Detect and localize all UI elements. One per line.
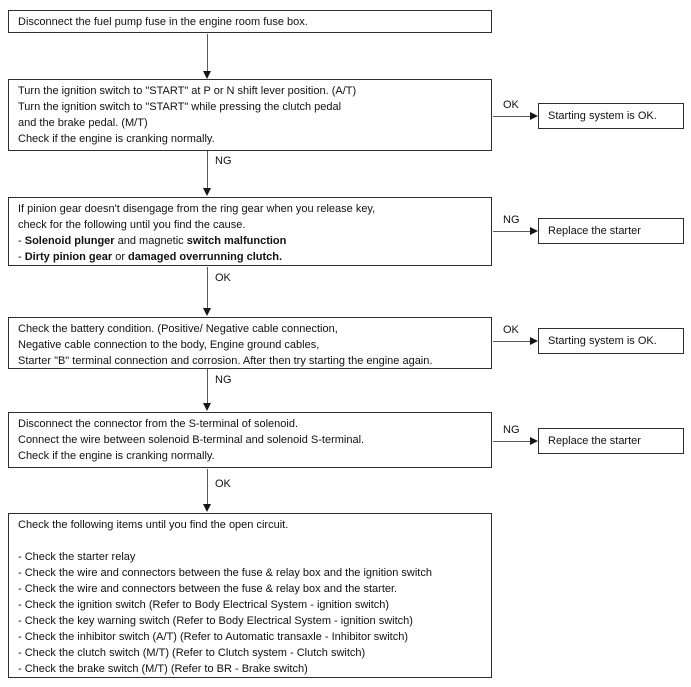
arrowhead-down-icon [203,308,211,316]
flow-line-down-1 [207,34,208,71]
flow-line-down-3 [207,267,208,308]
step-line: Check the battery condition. (Positive/ … [18,323,338,335]
result-text: Starting system is OK. [548,110,657,122]
step-line: Check if the engine is cranking normally… [18,133,215,145]
arrowhead-down-icon [203,504,211,512]
step-line: and the brake pedal. (M/T) [18,117,148,129]
step-box-solenoid-terminal: Disconnect the connector from the S-term… [8,412,492,468]
flow-line-right-3 [493,341,530,342]
flow-line-down-4 [207,369,208,403]
step-line [18,533,482,549]
step-line: Check the following items until you find… [18,519,289,531]
step-line: - Check the key warning switch (Refer to… [18,615,413,627]
step-line-segment: - [18,235,25,247]
arrowhead-right-icon [530,337,538,345]
result-box-replace-starter-1: Replace the starter [538,218,684,244]
step-line: - Check the brake switch (M/T) (Refer to… [18,663,308,675]
step-line: - Check the wire and connectors between … [18,583,398,595]
step-line: Check if the engine is cranking normally… [18,450,215,462]
step-box-open-circuit-checklist: Check the following items until you find… [8,513,492,678]
arrowhead-right-icon [530,227,538,235]
step-line: Negative cable connection to the body, E… [18,339,320,351]
step-line: Starter "B" terminal connection and corr… [18,355,433,367]
step-line: Turn the ignition switch to "START" at P… [18,85,357,97]
step-line: check for the following until you find t… [18,219,246,231]
result-box-starting-ok-2: Starting system is OK. [538,328,684,354]
result-text: Replace the starter [548,225,641,237]
step-line: Disconnect the connector from the S-term… [18,418,299,430]
step-line: - Solenoid plunger and magnetic switch m… [18,233,482,249]
step-line: Disconnect the fuel pump fuse in the eng… [18,16,308,28]
step-line-segment: and magnetic [114,235,187,247]
step-line-segment-bold: switch malfunction [186,235,287,247]
step-box-pinion-gear: If pinion gear doesn't disengage from th… [8,197,492,266]
step-line: - Check the starter relay [18,551,136,563]
step-line: - Check the ignition switch (Refer to Bo… [18,599,390,611]
edge-label-ng: NG [503,424,520,436]
result-box-replace-starter-2: Replace the starter [538,428,684,454]
edge-label-ok: OK [215,478,231,490]
edge-label-ng: NG [215,155,232,167]
step-line: Connect the wire between solenoid B-term… [18,434,365,446]
arrowhead-right-icon [530,112,538,120]
edge-label-ok: OK [503,324,519,336]
step-line-segment: - [18,251,25,263]
edge-label-ng: NG [503,214,520,226]
step-line: - Check the clutch switch (M/T) (Refer t… [18,647,366,659]
flow-line-down-5 [207,469,208,504]
flow-line-right-4 [493,441,530,442]
step-box-ignition-start: Turn the ignition switch to "START" at P… [8,79,492,151]
result-box-starting-ok-1: Starting system is OK. [538,103,684,129]
edge-label-ng: NG [215,374,232,386]
edge-label-ok: OK [503,99,519,111]
step-line-segment-bold: Dirty pinion gear [24,251,113,263]
arrowhead-down-icon [203,188,211,196]
step-box-battery-condition: Check the battery condition. (Positive/ … [8,317,492,369]
arrowhead-right-icon [530,437,538,445]
flow-line-right-1 [493,116,530,117]
edge-label-ok: OK [215,272,231,284]
step-line: - Check the wire and connectors between … [18,567,432,579]
arrowhead-down-icon [203,403,211,411]
step-box-disconnect-fuse: Disconnect the fuel pump fuse in the eng… [8,10,492,33]
step-line-segment-bold: damaged overrunning clutch. [128,251,283,263]
step-line: If pinion gear doesn't disengage from th… [18,203,376,215]
result-text: Replace the starter [548,435,641,447]
step-line-segment-bold: Solenoid plunger [24,235,115,247]
arrowhead-down-icon [203,71,211,79]
result-text: Starting system is OK. [548,335,657,347]
step-line: - Dirty pinion gear or damaged overrunni… [18,249,482,265]
step-line-segment: or [112,251,129,263]
flow-line-down-2 [207,151,208,188]
step-line: - Check the inhibitor switch (A/T) (Refe… [18,631,409,643]
step-line: Turn the ignition switch to "START" whil… [18,101,342,113]
flow-line-right-2 [493,231,530,232]
